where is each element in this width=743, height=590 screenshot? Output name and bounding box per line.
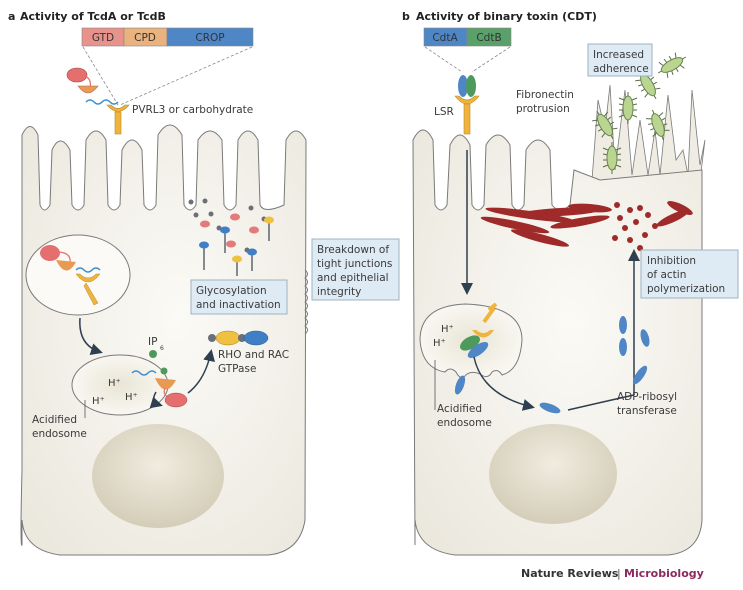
domain-crop-label: CROP	[195, 32, 224, 44]
inhibition-line-2: of actin	[647, 269, 686, 281]
inhibition-line-3: polymerization	[647, 283, 725, 295]
tcd-domain-bar: GTD CPD CROP	[81, 27, 254, 106]
gtd-domain-shape	[66, 67, 88, 83]
ip6-subscript: 6	[160, 345, 164, 352]
footer-separator: |	[617, 567, 621, 580]
endosome-label-b-2: endosome	[437, 417, 492, 429]
translocation-arrow	[473, 356, 535, 411]
breakdown-line-1: Breakdown of	[317, 244, 389, 256]
receptor-label-a: PVRL3 or carbohydrate	[132, 104, 253, 116]
tcd-autoprocessing	[131, 367, 188, 409]
breakdown-line-2: tight junctions	[317, 258, 392, 270]
receptor-label-b: LSR	[434, 106, 454, 118]
bacterium	[653, 48, 691, 82]
inhibition-box	[640, 249, 739, 299]
cdta-released	[454, 375, 466, 395]
proton-a-2: H⁺	[92, 396, 105, 407]
proton-b-1: H⁺	[441, 324, 454, 335]
inhibition-line-1: Inhibition	[647, 255, 696, 267]
tight-junction-edge	[304, 269, 308, 335]
cdt-domain-bar: CdtA CdtB	[423, 27, 512, 73]
fibronectin-protrusions	[591, 84, 706, 181]
endosome-label-a-2: endosome	[32, 428, 87, 440]
cell-a-body	[20, 124, 307, 556]
ip6-label: IP	[148, 336, 157, 348]
pvrl3-receptor	[106, 104, 130, 135]
panel-b-title: Activity of binary toxin (CDT)	[416, 10, 597, 23]
domain-crop	[166, 27, 254, 47]
adp-label-1: ADP-ribosyl	[617, 391, 677, 403]
journal-name: Nature Reviews	[521, 567, 619, 580]
ip6-molecule	[149, 350, 157, 358]
cdt-toxin-outside	[458, 75, 476, 97]
adherence-line-2: adherence	[593, 63, 649, 75]
adherence-line-1: Increased	[593, 49, 644, 61]
proton-a-3: H⁺	[125, 392, 138, 403]
rho-rac-gtpase	[208, 330, 269, 346]
journal-section: Microbiology	[624, 567, 704, 580]
panel-b-letter: b	[402, 10, 410, 23]
tcd-toxin-outside	[66, 67, 119, 105]
glyco-line-1: Glycosylation	[196, 285, 267, 297]
cell-b-body	[412, 129, 703, 556]
adp-label-2: transferase	[617, 405, 677, 417]
cdt-in-endosome	[460, 302, 498, 359]
glycosylated-gtpases	[188, 198, 274, 276]
gtpase-label-2: GTPase	[218, 363, 256, 375]
fibronectin-label-2: protrusion	[516, 103, 570, 115]
glyco-line-2: and inactivation	[196, 299, 281, 311]
breakdown-line-4: integrity	[317, 286, 361, 298]
nucleus-b	[489, 424, 617, 524]
proton-a-1: H⁺	[108, 378, 121, 389]
endosome-label-b-1: Acidified	[437, 403, 482, 415]
panel-a: a Activity of TcdA or TcdB GTD CPD CROP	[8, 10, 400, 556]
domain-cdta-label: CdtA	[432, 32, 458, 44]
fibronectin-label-1: Fibronectin	[516, 89, 574, 101]
endosome-label-a-1: Acidified	[32, 414, 77, 426]
adherence-box	[587, 43, 653, 77]
nucleus-a	[92, 424, 224, 528]
panel-a-title: Activity of TcdA or TcdB	[20, 10, 166, 23]
panel-b: b Activity of binary toxin (CDT) CdtA Cd…	[402, 10, 739, 556]
proton-b-2: H⁺	[433, 338, 446, 349]
endocytosis-arrow-a	[79, 317, 103, 355]
adp-ribosyl-transferase-molecules	[539, 316, 650, 414]
breakdown-box	[311, 238, 400, 301]
glycosylation-box	[190, 279, 288, 315]
panel-a-letter: a	[8, 10, 15, 23]
domain-gtd-label: GTD	[92, 32, 114, 44]
domain-cdtb-label: CdtB	[476, 32, 501, 44]
gtpase-label-1: RHO and RAC	[218, 349, 289, 361]
crop-chain	[85, 99, 119, 105]
lsr-receptor	[454, 95, 480, 135]
domain-cdtb	[466, 27, 512, 47]
domain-cpd-label: CPD	[134, 32, 156, 44]
cpd-domain-shape	[77, 85, 99, 94]
breakdown-line-3: and epithelial	[317, 272, 389, 284]
glucosylation-arrow	[187, 349, 215, 394]
tcd-toxin-in-vesicle	[40, 245, 101, 306]
